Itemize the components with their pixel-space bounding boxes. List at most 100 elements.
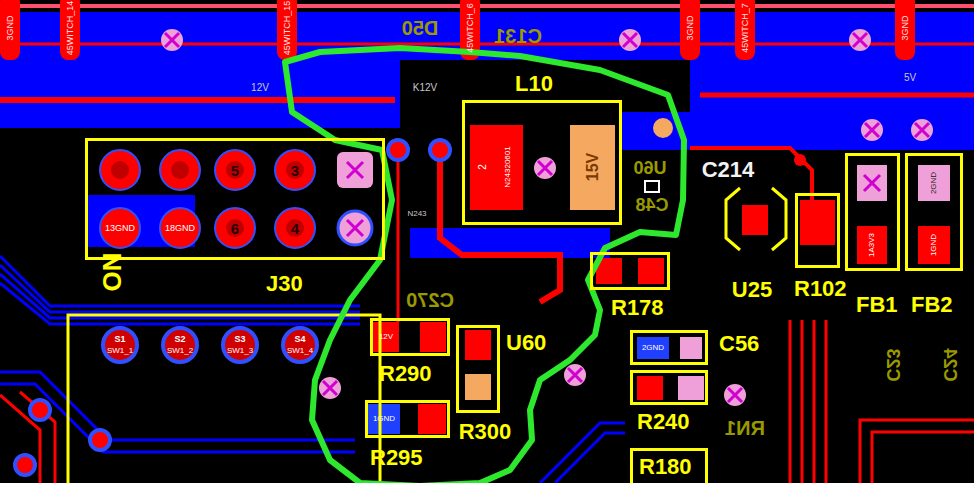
ref-designator: FB2 <box>911 292 953 318</box>
pad-label: S3 <box>234 335 245 344</box>
component-outline: J30 <box>85 138 385 260</box>
via <box>15 455 35 475</box>
connector-pad <box>100 208 140 248</box>
via-cross <box>165 33 179 47</box>
ref-designator: FB1 <box>856 292 898 318</box>
ref-designator: R290 <box>379 361 432 387</box>
copper-pour <box>690 60 974 112</box>
via-cross <box>623 33 637 47</box>
top-trace <box>0 4 974 8</box>
top-trace <box>860 420 974 483</box>
via <box>794 154 806 166</box>
top-trace <box>690 148 812 200</box>
bottom-trace <box>0 283 360 324</box>
bottom-trace <box>0 274 360 318</box>
bottom-trace <box>0 265 360 312</box>
pad-label: SW1_1 <box>107 347 133 355</box>
pad-hole <box>111 161 129 179</box>
edge-pad <box>895 0 915 60</box>
via <box>534 157 556 179</box>
pad-label: 15V <box>585 153 601 181</box>
power-trace <box>0 97 395 103</box>
pad-net-label: 45WITCH_6 <box>466 3 475 53</box>
component-outline: R180 <box>630 448 708 483</box>
markup-outline <box>285 48 684 483</box>
mirrored-ref: D50 <box>402 18 439 38</box>
pad-label: S4 <box>294 335 305 344</box>
smd-pad <box>637 337 669 359</box>
connector-pad <box>215 208 255 248</box>
net-label: 12V <box>251 83 269 93</box>
via <box>388 140 408 160</box>
ref-designator: C56 <box>719 331 759 357</box>
pad-net-label: 3GND <box>686 15 695 40</box>
via-cross <box>865 123 879 137</box>
net-label: K12V <box>413 83 437 93</box>
ref-designator: J30 <box>266 271 303 297</box>
pad-label: 1GND <box>930 234 938 256</box>
via <box>619 29 641 51</box>
via-cross <box>347 162 363 178</box>
pad-label: 1GND <box>373 415 395 423</box>
ref-designator: R102 <box>794 276 847 302</box>
bottom-trace <box>555 433 625 483</box>
component-outline: R178 <box>590 252 670 290</box>
via-cross <box>915 123 929 137</box>
via-cross <box>538 161 552 175</box>
switch-pad <box>283 328 317 362</box>
edge-pad <box>735 0 755 60</box>
component-outline: C56 <box>630 330 708 365</box>
mirrored-ref: C24 <box>941 348 959 381</box>
pad-hole <box>171 161 189 179</box>
ref-designator: R300 <box>459 421 512 443</box>
via <box>564 364 586 386</box>
pad-net-label: 45WITCH_15 <box>283 1 292 56</box>
test-point <box>653 118 673 138</box>
connector-pad <box>338 211 372 245</box>
smd-pad <box>420 322 446 352</box>
connector-pad <box>100 150 140 190</box>
pad-label: 2GND <box>642 344 664 352</box>
ref-designator: C214 <box>702 159 755 181</box>
net-label: 5V <box>904 73 916 83</box>
component-outline: U60 <box>456 325 500 413</box>
ref-designator: R295 <box>370 445 423 471</box>
smd-pad <box>418 404 446 434</box>
via <box>90 430 110 450</box>
ref-designator: R178 <box>611 295 664 321</box>
mirrored-ref: U60 <box>633 159 666 177</box>
via-cross <box>347 220 363 236</box>
connector-pad <box>275 208 315 248</box>
smd-pad <box>857 165 887 201</box>
pin-number: 6 <box>231 221 239 236</box>
copper-pour <box>0 60 400 128</box>
pad-label: 1A3V3 <box>868 233 876 257</box>
pad-hole <box>286 161 304 179</box>
smd-pad <box>465 374 491 400</box>
ref-designator: R240 <box>637 409 690 435</box>
pad-label: 2 <box>478 164 488 170</box>
smd-pad <box>918 165 950 201</box>
via <box>849 29 871 51</box>
mirrored-ref: C48 <box>635 196 668 214</box>
pad-net-label: 3GND <box>6 15 15 40</box>
connector-pad <box>160 208 200 248</box>
pad-hole <box>226 219 244 237</box>
component-outline: R240 <box>630 370 708 405</box>
bottom-trace <box>0 384 355 452</box>
ref-designator: U60 <box>506 330 546 356</box>
via <box>430 140 450 160</box>
pin-number: 3 <box>291 163 299 178</box>
via <box>861 119 883 141</box>
mirrored-ref: C270 <box>406 290 454 310</box>
top-trace <box>0 392 55 483</box>
switch-pad <box>163 328 197 362</box>
via <box>319 377 341 399</box>
ic-outline <box>726 188 786 250</box>
switch-pad <box>103 328 137 362</box>
edge-pad <box>277 0 297 60</box>
smd-pad <box>678 376 704 400</box>
